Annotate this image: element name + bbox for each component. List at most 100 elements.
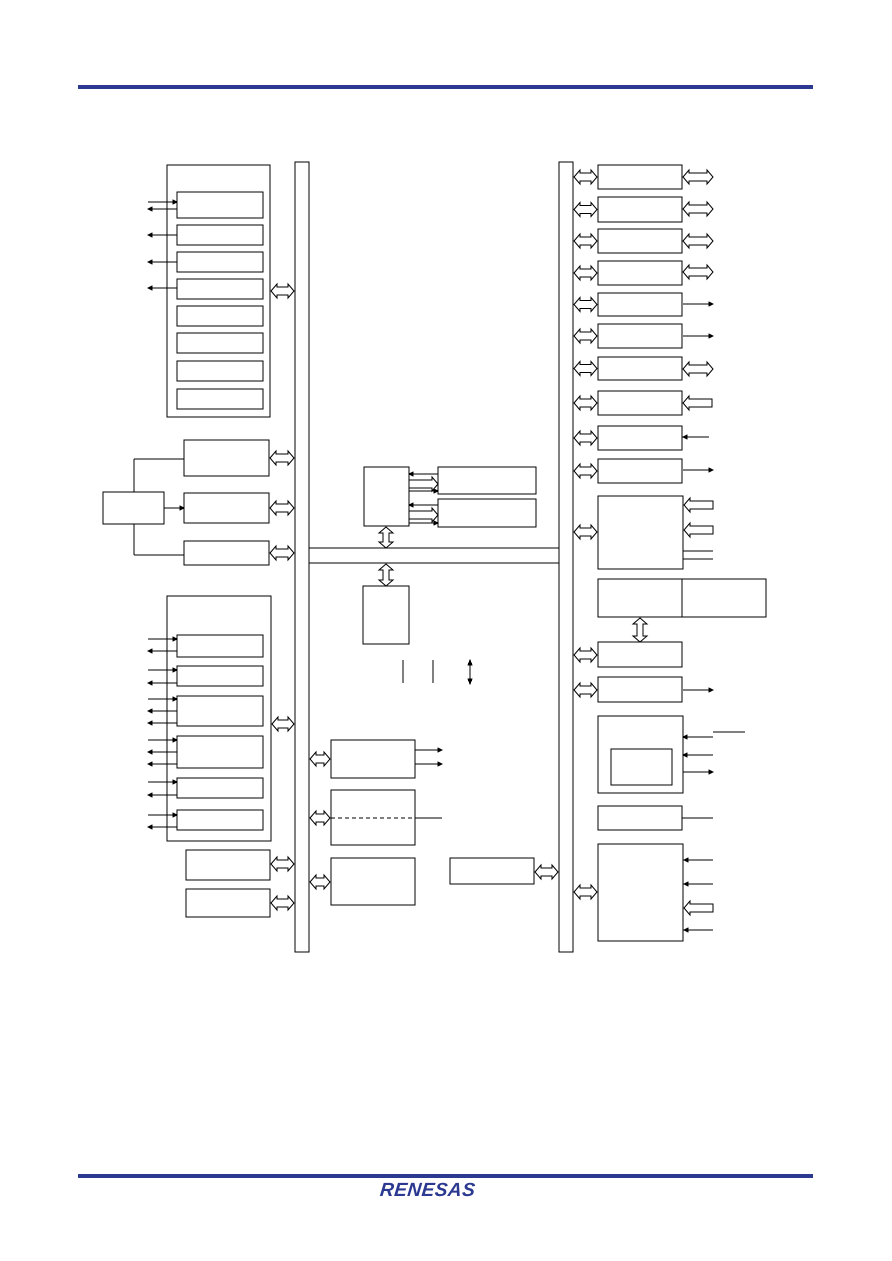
left-bottom-block-2 — [185, 888, 271, 918]
center-lower-out-1-head — [437, 747, 444, 753]
left-lower-block-6 — [176, 809, 264, 831]
right-block-5 — [597, 292, 683, 317]
right-bus-arrow-6 — [573, 327, 598, 345]
center-link-6-head — [433, 520, 440, 526]
left-upper-block-6 — [176, 332, 264, 354]
left-lower-signal-13-head — [172, 812, 179, 818]
left-lower-signal-3-head — [172, 667, 179, 673]
right-io-line-13-head — [708, 687, 715, 693]
right-bus-arrow-3 — [573, 232, 598, 250]
right-block-4 — [597, 260, 683, 286]
right-io-arrow-3 — [682, 232, 714, 250]
right-io-arrow-2 — [682, 200, 714, 218]
right-inner-block — [610, 748, 673, 786]
bus-arrow-group — [269, 168, 714, 917]
center-lower-out-2-head — [437, 761, 444, 767]
right-block-2 — [597, 196, 683, 223]
center-lower-block-3 — [330, 857, 416, 906]
right-block-3 — [597, 228, 683, 254]
center-link-1-head — [407, 471, 414, 477]
clock-bus-arrow-1 — [269, 449, 295, 467]
right-io-arrow-16c — [683, 899, 714, 917]
left-lower-block-1 — [176, 634, 264, 658]
center-vertical-arrow-up — [467, 658, 473, 666]
right-io-arrow-11a — [683, 496, 714, 514]
right-wide-arrow — [631, 617, 649, 643]
left-upper-block-3 — [176, 251, 264, 273]
left-lower-signal-14-head — [146, 824, 153, 830]
right-bus-arrow-10 — [573, 462, 598, 480]
center-upper-bus-arrow — [377, 526, 395, 549]
left-lower-signal-12-head — [146, 792, 153, 798]
left-bottom-bus-arrow-1 — [270, 855, 295, 873]
clock-block-1 — [183, 439, 270, 477]
left-lower-signal-6-head — [146, 708, 153, 714]
right-bus-arrow-7 — [573, 360, 598, 377]
right-large-block-3 — [597, 843, 684, 942]
right-io-line-9-head — [681, 434, 688, 440]
header-rule — [78, 85, 813, 89]
left-upper-block-5 — [176, 305, 264, 327]
center-link-2 — [408, 475, 439, 493]
center-block-2 — [437, 498, 537, 528]
right-bus-arrow-8 — [573, 394, 598, 412]
left-lower-signal-4-head — [146, 680, 153, 686]
center-lower-bus-arrow-4 — [534, 863, 559, 881]
right-io-line-16b-head — [682, 881, 689, 887]
right-block-12 — [597, 641, 683, 668]
right-block-7 — [597, 356, 683, 381]
center-memory-block — [362, 585, 410, 645]
center-lower-bus-arrow-2 — [309, 809, 331, 827]
right-block-8 — [597, 390, 683, 416]
right-block-10 — [597, 458, 683, 484]
right-io-arrow-8 — [682, 394, 713, 412]
right-io-line-16d-head — [682, 927, 689, 933]
right-bus-arrow-1 — [573, 168, 598, 186]
clock-bus-arrow-3 — [269, 544, 295, 562]
right-block-6 — [597, 323, 683, 349]
center-link-5 — [408, 506, 439, 524]
right-bus-arrow-16 — [573, 883, 598, 901]
right-block-9 — [597, 425, 683, 451]
center-link-4-head — [407, 502, 414, 508]
right-bus-arrow-9 — [573, 429, 598, 447]
right-large-block-1 — [597, 495, 684, 570]
center-controller-block — [363, 466, 410, 527]
center-lower-bus-arrow — [377, 563, 395, 587]
left-upper-block-4 — [176, 278, 264, 300]
left-lower-signal-7-head — [146, 720, 153, 726]
left-bottom-block-1 — [185, 849, 271, 881]
left-lower-signal-1-head — [172, 636, 179, 642]
clock-source-block — [102, 491, 165, 525]
left-upper-block-8 — [176, 388, 264, 410]
left-bottom-bus-arrow-2 — [270, 894, 295, 912]
right-bus-arrow-5 — [573, 296, 598, 313]
right-io-line-5-head — [708, 301, 715, 307]
right-io-arrow-1 — [682, 168, 714, 186]
left-upper-block-7 — [176, 360, 264, 382]
center-vertical-arrow-down — [467, 678, 473, 686]
left-upper-bus-arrow — [270, 282, 295, 300]
right-io-arrow-7 — [682, 360, 714, 378]
left-upper-out-1-head — [146, 206, 153, 212]
center-link-3-head — [433, 488, 440, 494]
right-io-line-14b-head — [681, 752, 688, 758]
right-block-15 — [597, 805, 683, 831]
right-bus-arrow-13 — [573, 681, 598, 699]
renesas-logo: RENESAS — [378, 1180, 477, 1201]
right-io-line-10-head — [708, 467, 715, 473]
right-io-line-16a-head — [682, 857, 689, 863]
left-upper-out-4-head — [146, 285, 153, 291]
left-upper-group — [166, 164, 271, 418]
clock-block-2 — [183, 492, 270, 524]
right-io-arrow-11b — [683, 521, 714, 539]
center-lower-block-4 — [449, 857, 535, 885]
left-upper-out-2-head — [146, 232, 153, 238]
right-io-line-6-head — [708, 333, 715, 339]
right-bus-arrow-12 — [573, 646, 598, 664]
left-lower-group — [166, 595, 272, 842]
left-lower-block-2 — [176, 665, 264, 687]
left-lower-block-5 — [176, 777, 264, 799]
right-bus-arrow-11 — [573, 523, 598, 541]
